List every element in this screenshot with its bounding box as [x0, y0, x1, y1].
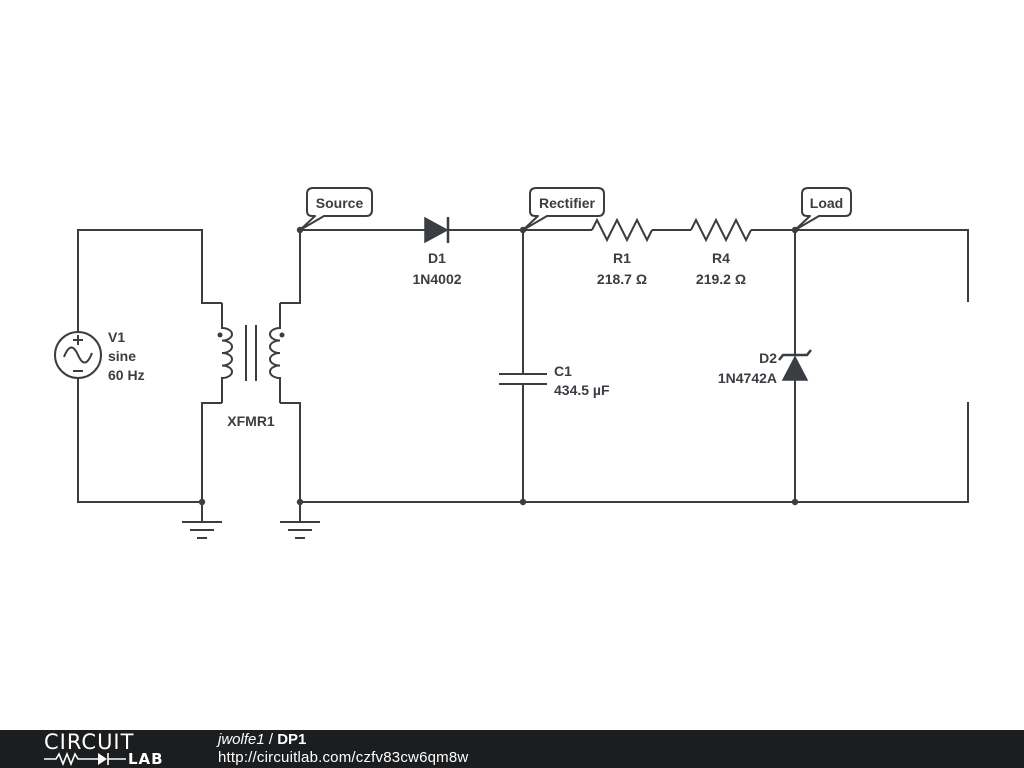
title-separator: / [268, 731, 274, 748]
wire-source-return [77, 378, 202, 503]
r4-name: R4 [712, 250, 730, 266]
logo-waveform-icon [44, 751, 126, 767]
wire-source-loop [77, 229, 222, 332]
v1-name: V1 [108, 329, 125, 345]
c1-value: 434.5 µF [554, 382, 610, 398]
xfmr1-name: XFMR1 [227, 413, 275, 429]
net-label-load-text: Load [810, 195, 843, 211]
resistor-icon[interactable] [690, 217, 752, 243]
wire-top-4 [751, 229, 969, 302]
junction-dot [296, 498, 304, 506]
v1-freq: 60 Hz [108, 367, 145, 383]
net-label-rectifier[interactable]: Rectifier [522, 187, 605, 231]
d2-part: 1N4742A [718, 370, 777, 386]
transformer-icon[interactable] [221, 303, 281, 403]
r1-value: 218.7 Ω [597, 271, 647, 287]
junction-dot [198, 498, 206, 506]
wire-bottom [300, 402, 969, 503]
circuit-meta: jwolfe1 / DP1 http://circuitlab.com/czfv… [218, 731, 468, 767]
circuitlab-logo[interactable]: CIRCUIT LAB [42, 731, 182, 767]
r1-name: R1 [613, 250, 631, 266]
logo-text-circuit: CIRCUIT [44, 730, 135, 754]
resistor-icon[interactable] [591, 217, 653, 243]
capacitor-icon[interactable] [499, 373, 547, 385]
sine-source-icon[interactable] [54, 331, 102, 379]
polarity-dot [279, 332, 285, 338]
logo-text-lab: LAB [128, 750, 164, 768]
d1-name: D1 [428, 250, 446, 266]
polarity-dot [217, 332, 223, 338]
ground-icon-2 [280, 521, 320, 539]
junction-dot [791, 498, 799, 506]
footer-bar: CIRCUIT LAB jwolfe1 / DP1 http://circuit… [0, 730, 1024, 768]
author-link[interactable]: jwolfe1 [218, 731, 265, 748]
net-label-rectifier-text: Rectifier [539, 195, 596, 211]
zener-diode-icon[interactable] [778, 349, 812, 381]
net-label-source-text: Source [316, 195, 364, 211]
c1-name: C1 [554, 363, 572, 379]
r4-value: 219.2 Ω [696, 271, 746, 287]
net-label-source[interactable]: Source [299, 187, 373, 231]
d2-name: D2 [759, 350, 777, 366]
junction-dot [519, 498, 527, 506]
v1-type: sine [108, 348, 136, 364]
net-label-load[interactable]: Load [794, 187, 852, 231]
circuit-title[interactable]: DP1 [277, 731, 307, 748]
wire-primary-bottom [201, 402, 222, 502]
wire-secondary-top [280, 230, 301, 304]
diode-icon[interactable] [424, 216, 450, 244]
circuit-url[interactable]: http://circuitlab.com/czfv83cw6qm8w [218, 749, 469, 766]
d1-part: 1N4002 [412, 271, 461, 287]
ground-icon-1 [182, 521, 222, 539]
wire-secondary-bottom [280, 402, 301, 502]
circuit-schematic: V1 sine 60 Hz XFMR1 D1 1N4002 R1 218.7 Ω… [54, 187, 969, 539]
